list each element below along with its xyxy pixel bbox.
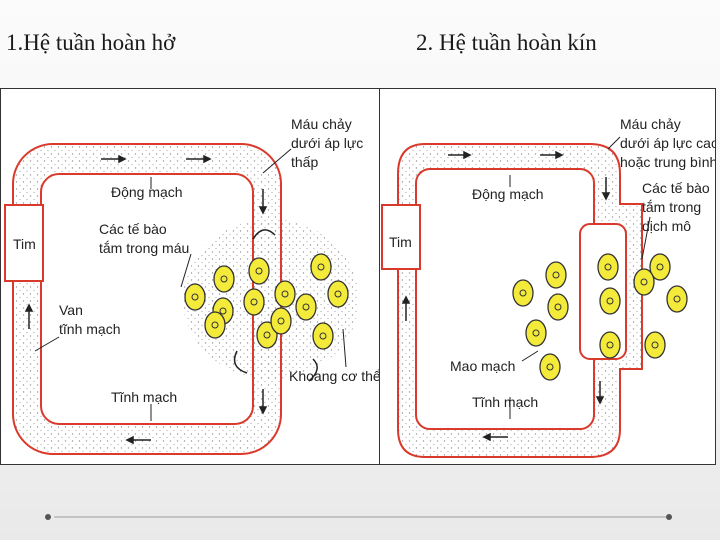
label-cells-1: Các tế bào [642, 180, 710, 196]
heart-box [381, 204, 421, 270]
label-vein: Tĩnh mạch [472, 394, 538, 410]
heart-label: Tim [389, 234, 412, 250]
label-pointers [509, 136, 651, 419]
tissue-cells [512, 253, 688, 381]
heart-label: Tim [13, 236, 36, 252]
label-valve-1: Van [59, 302, 83, 318]
heart-box [4, 204, 44, 282]
label-body-cavity: Khoang cơ thể [289, 368, 380, 384]
flow-arrows [24, 154, 318, 445]
label-valve-2: tĩnh mạch [59, 321, 120, 337]
label-blood-pressure-2: dưới áp lực cao [620, 135, 715, 151]
label-cells-2: tắm trong máu [99, 240, 189, 256]
label-blood-low-pressure-1: Máu chảy [291, 116, 352, 132]
label-blood-low-pressure-3: thấp [291, 154, 318, 170]
closed-circulation-diagram: Tim M [379, 88, 716, 465]
decorative-dot-right [666, 514, 672, 520]
open-circulation-diagram: Tim [0, 88, 381, 465]
decorative-dot-left [45, 514, 51, 520]
flow-arrows [401, 150, 611, 442]
title-open-circulation: 1.Hệ tuần hoàn hở [6, 30, 176, 55]
label-blood-pressure-1: Máu chảy [620, 116, 681, 132]
label-pointers [34, 148, 347, 421]
label-capillary: Mao mạch [450, 358, 515, 374]
label-artery: Động mạch [111, 184, 183, 200]
label-cells-1: Các tế bào [99, 221, 167, 237]
label-blood-low-pressure-2: dưới áp lực [291, 135, 363, 151]
title-closed-circulation: 2. Hệ tuần hoàn kín [416, 30, 597, 55]
label-cells-3: dịch mô [642, 218, 691, 234]
blood-cells [184, 253, 349, 350]
label-vein: Tĩnh mạch [111, 389, 177, 405]
label-cells-2: tắm trong [642, 199, 701, 215]
label-blood-pressure-3: hoặc trung bình [620, 154, 715, 170]
decorative-line [54, 516, 666, 518]
label-artery: Động mạch [472, 186, 544, 202]
